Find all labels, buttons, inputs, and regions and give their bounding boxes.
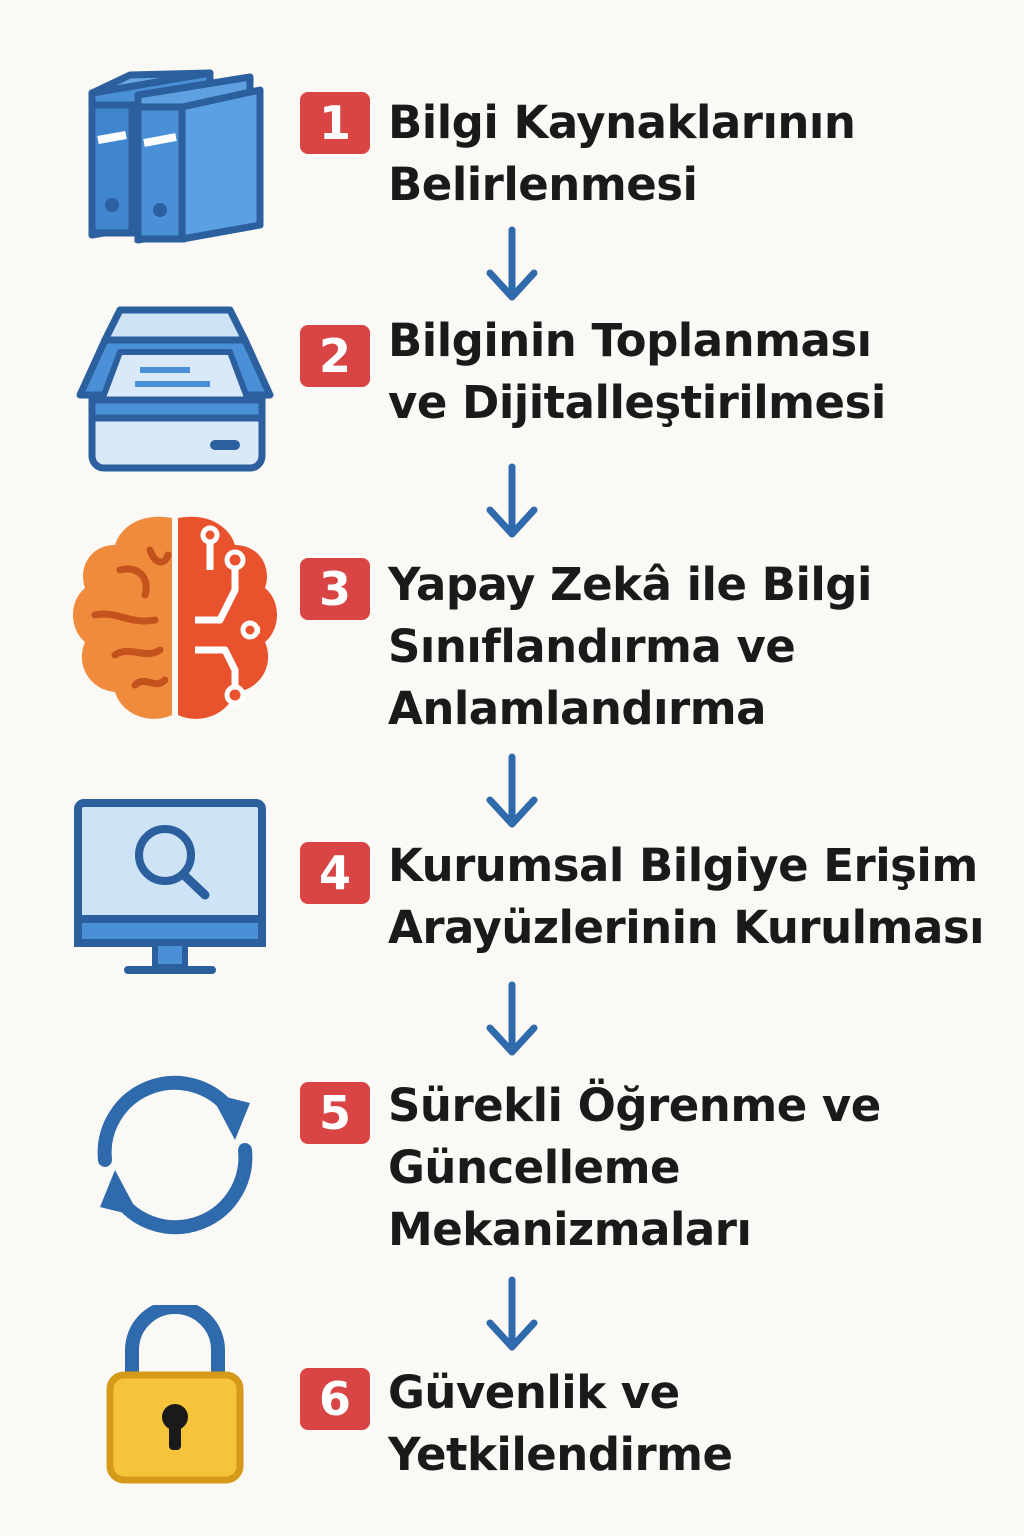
step-title-line: Bilgi Kaynaklarının	[388, 96, 856, 149]
refresh-cycle-icon	[97, 1075, 253, 1235]
step-title: Güvenlik ve Yetkilendirme	[388, 1362, 1008, 1486]
step-title-line: Mekanizmaları	[388, 1203, 752, 1256]
step-title-line: Anlamlandırma	[388, 682, 766, 735]
step-title-line: Bilginin Toplanması	[388, 314, 872, 367]
step-title-line: Yapay Zekâ ile Bilgi	[388, 558, 872, 611]
step-title: Yapay Zekâ ile Bilgi Sınıflandırma ve An…	[388, 554, 1008, 740]
padlock-icon	[106, 1305, 244, 1484]
scanner-icon	[76, 306, 274, 472]
down-arrow-icon	[486, 226, 538, 301]
step-title-line: Yetkilendirme	[388, 1428, 733, 1481]
step-title-line: Güncelleme	[388, 1141, 680, 1194]
step-number-badge: 4	[300, 842, 370, 904]
step-title-line: Güvenlik ve	[388, 1366, 680, 1419]
step-title-line: Sürekli Öğrenme ve	[388, 1079, 881, 1132]
step-number-badge: 1	[300, 92, 370, 154]
down-arrow-icon	[486, 753, 538, 828]
step-title: Sürekli Öğrenme ve Güncelleme Mekanizmal…	[388, 1075, 1008, 1261]
step-title-line: Kurumsal Bilgiye Erişim	[388, 839, 978, 892]
step-title: Bilginin Toplanması ve Dijitalleştirilme…	[388, 310, 1008, 434]
monitor-search-icon	[74, 799, 266, 974]
down-arrow-icon	[486, 463, 538, 538]
step-number-badge: 6	[300, 1368, 370, 1430]
step-title-line: Arayüzlerinin Kurulması	[388, 901, 985, 954]
binders-icon	[88, 69, 264, 244]
step-title-line: Belirlenmesi	[388, 158, 698, 211]
ai-brain-icon	[72, 516, 278, 719]
step-title-line: ve Dijitalleştirilmesi	[388, 376, 886, 429]
step-number-badge: 5	[300, 1082, 370, 1144]
down-arrow-icon	[486, 981, 538, 1056]
step-number-badge: 3	[300, 558, 370, 620]
step-title: Kurumsal Bilgiye Erişim Arayüzlerinin Ku…	[388, 835, 1008, 959]
down-arrow-icon	[486, 1276, 538, 1351]
step-title: Bilgi Kaynaklarının Belirlenmesi	[388, 92, 1008, 216]
step-number-badge: 2	[300, 325, 370, 387]
step-title-line: Sınıflandırma ve	[388, 620, 796, 673]
